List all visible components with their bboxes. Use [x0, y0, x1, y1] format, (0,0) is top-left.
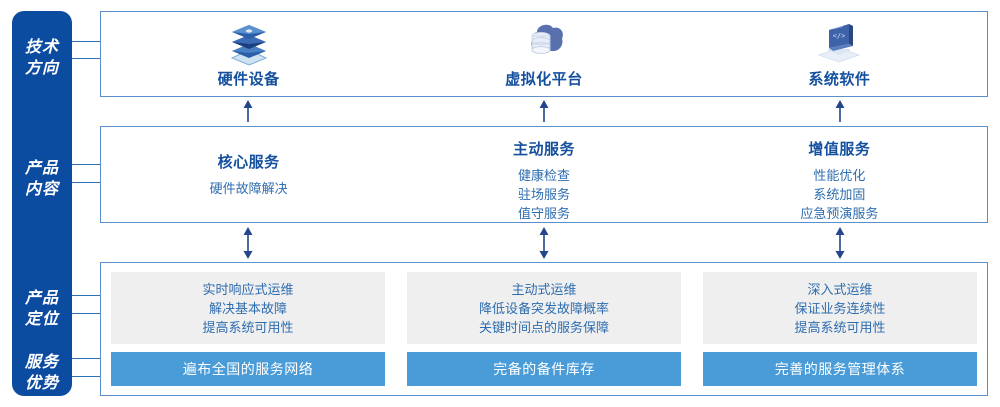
advantage-label: 遍布全国的服务网络 — [182, 361, 314, 377]
content-line: 系统加固 — [813, 187, 866, 202]
server-stack-icon — [222, 20, 276, 66]
sidebar-item-service-advantage[interactable]: 服务 优势 — [12, 352, 72, 394]
bracket-line-lower — [72, 58, 108, 59]
arrow-up-down-icon-center — [536, 227, 552, 259]
bracket-line-upper — [72, 164, 108, 165]
arrow-up-icon-virtualization — [536, 100, 552, 122]
sidebar-label-line1: 技术 — [24, 39, 59, 56]
positioning-line: 提高系统可用性 — [794, 319, 886, 335]
positioning-card-proactive[interactable]: 主动式运维 降低设备突发故障概率 关键时间点的服务保障 — [407, 272, 681, 344]
tech-column-hardware[interactable]: 硬件设备 — [101, 12, 396, 96]
positioning-line: 关键时间点的服务保障 — [478, 319, 609, 335]
category-sidebar: 技术 方向 产品 内容 产品 定位 服务 优势 — [12, 11, 72, 396]
content-line: 性能优化 — [813, 168, 866, 183]
bracket-line-upper — [72, 358, 108, 359]
positioning-and-advantage-panel: 实时响应式运维 解决基本故障 提高系统可用性 主动式运维 降低设备突发故障概率 … — [100, 262, 988, 396]
advantage-bar-service-network[interactable]: 遍布全国的服务网络 — [111, 352, 385, 386]
advantage-label: 完善的服务管理体系 — [774, 361, 906, 377]
positioning-line: 实时响应式运维 — [202, 281, 294, 297]
advantage-label: 完备的备件库存 — [493, 361, 595, 377]
advantage-bar-spare-parts[interactable]: 完备的备件库存 — [407, 352, 681, 386]
advantage-bar-management-system[interactable]: 完善的服务管理体系 — [703, 352, 977, 386]
arrow-up-icon-hardware — [240, 100, 256, 122]
positioning-line: 深入式运维 — [807, 281, 873, 297]
sidebar-label-line1: 服务 — [24, 354, 59, 371]
content-line: 硬件故障解决 — [209, 181, 288, 196]
bracket-line-lower — [72, 182, 108, 183]
positioning-line: 降低设备突发故障概率 — [478, 300, 609, 316]
content-line: 健康检查 — [517, 168, 570, 183]
content-column-proactive-service[interactable]: 主动服务 健康检查 驻场服务 值守服务 — [396, 127, 691, 222]
cloud-database-icon — [517, 20, 571, 66]
positioning-line: 提高系统可用性 — [202, 319, 294, 335]
sidebar-label-line1: 产品 — [24, 160, 59, 177]
service-advantage-row: 遍布全国的服务网络 完备的备件库存 完善的服务管理体系 — [111, 352, 977, 386]
technology-direction-panel: 硬件设备 虚拟化平台 — [100, 11, 988, 97]
sidebar-label-line2: 优势 — [24, 375, 59, 392]
product-content-panel: 核心服务 硬件故障解决 主动服务 健康检查 驻场服务 值守服务 增值服务 性能优… — [100, 126, 988, 223]
arrow-up-icon-system-software — [832, 100, 848, 122]
bracket-line-upper — [72, 295, 108, 296]
sidebar-item-product-content[interactable]: 产品 内容 — [12, 158, 72, 200]
tech-label-system-software: 系统软件 — [808, 70, 871, 88]
positioning-card-indepth[interactable]: 深入式运维 保证业务连续性 提高系统可用性 — [703, 272, 977, 344]
bracket-line-lower — [72, 313, 108, 314]
content-title-value-added-service: 增值服务 — [808, 141, 871, 158]
content-line: 应急预演服务 — [800, 206, 879, 221]
positioning-card-realtime[interactable]: 实时响应式运维 解决基本故障 提高系统可用性 — [111, 272, 385, 344]
content-line: 驻场服务 — [517, 187, 570, 202]
sidebar-item-product-positioning[interactable]: 产品 定位 — [12, 288, 72, 330]
content-column-value-added-service[interactable]: 增值服务 性能优化 系统加固 应急预演服务 — [692, 127, 987, 222]
content-title-core-service: 核心服务 — [217, 154, 280, 171]
positioning-line: 解决基本故障 — [208, 300, 287, 316]
positioning-line: 主动式运维 — [511, 281, 577, 297]
bracket-line-upper — [72, 41, 108, 42]
content-column-core-service[interactable]: 核心服务 硬件故障解决 — [101, 127, 396, 222]
sidebar-label-line2: 定位 — [24, 311, 59, 328]
content-line: 值守服务 — [517, 206, 570, 221]
sidebar-label-line2: 内容 — [24, 181, 59, 198]
sidebar-label-line1: 产品 — [24, 290, 59, 307]
sidebar-item-technology-direction[interactable]: 技术 方向 — [12, 37, 72, 79]
tech-column-virtualization[interactable]: 虚拟化平台 — [396, 12, 691, 96]
positioning-line: 保证业务连续性 — [794, 300, 886, 316]
laptop-code-icon: </> — [812, 20, 866, 66]
arrow-up-down-icon-right — [832, 227, 848, 259]
tech-column-system-software[interactable]: </> 系统软件 — [692, 12, 987, 96]
sidebar-label-line2: 方向 — [24, 60, 59, 77]
bracket-line-lower — [72, 376, 108, 377]
positioning-row: 实时响应式运维 解决基本故障 提高系统可用性 主动式运维 降低设备突发故障概率 … — [111, 272, 977, 344]
tech-label-hardware: 硬件设备 — [217, 70, 280, 88]
svg-text:</>: </> — [833, 32, 846, 40]
arrow-up-down-icon-left — [240, 227, 256, 259]
tech-label-virtualization: 虚拟化平台 — [505, 70, 583, 88]
content-title-proactive-service: 主动服务 — [512, 141, 575, 158]
